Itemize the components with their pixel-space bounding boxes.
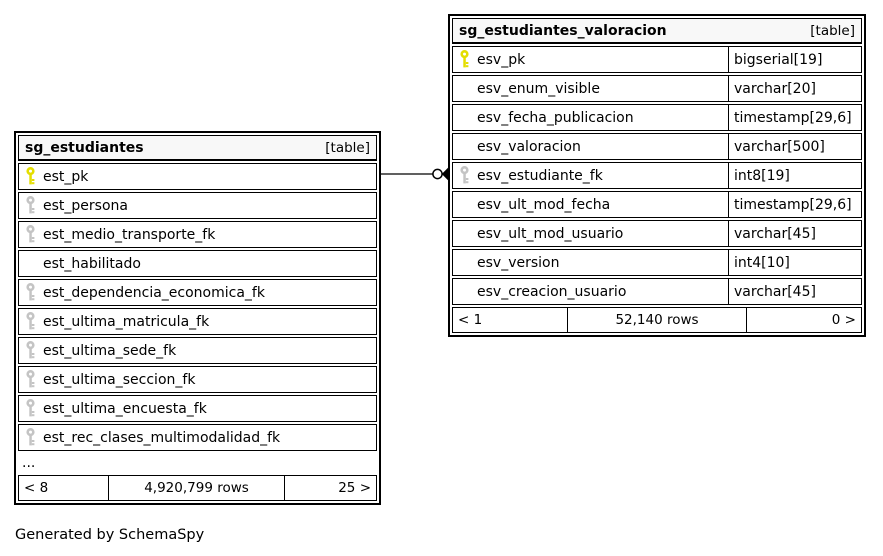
column-type: bigserial[19] bbox=[728, 47, 861, 72]
table-footer: < 1 52,140 rows 0 > bbox=[452, 307, 862, 333]
column-name-cell: est_medio_transporte_fk bbox=[19, 222, 376, 247]
column-row: est_medio_transporte_fk bbox=[18, 221, 377, 248]
column-name-cell: esv_enum_visible bbox=[453, 76, 728, 101]
column-name-cell: esv_valoracion bbox=[453, 134, 728, 159]
table-header[interactable]: sg_estudiantes_valoracion [table] bbox=[452, 18, 862, 44]
column-name-cell: esv_pk bbox=[453, 47, 728, 72]
column-row: esv_fecha_publicacion timestamp[29,6] bbox=[452, 104, 862, 131]
foreign-key-icon bbox=[25, 283, 43, 302]
column-name: esv_fecha_publicacion bbox=[477, 109, 634, 126]
column-name: esv_creacion_usuario bbox=[477, 283, 627, 300]
primary-key-icon bbox=[459, 50, 477, 69]
table-header[interactable]: sg_estudiantes [table] bbox=[18, 135, 377, 161]
column-name-cell: est_ultima_encuesta_fk bbox=[19, 396, 376, 421]
column-row: esv_ult_mod_usuario varchar[45] bbox=[452, 220, 862, 247]
column-name-cell: est_persona bbox=[19, 193, 376, 218]
column-name-cell: est_ultima_sede_fk bbox=[19, 338, 376, 363]
column-name: est_persona bbox=[43, 197, 128, 214]
column-row: esv_version int4[10] bbox=[452, 249, 862, 276]
column-name-cell: esv_ult_mod_fecha bbox=[453, 192, 728, 217]
column-name-cell: est_ultima_seccion_fk bbox=[19, 367, 376, 392]
column-name: esv_ult_mod_usuario bbox=[477, 225, 624, 242]
column-row: est_ultima_seccion_fk bbox=[18, 366, 377, 393]
foreign-key-icon bbox=[25, 428, 43, 447]
column-name: esv_ult_mod_fecha bbox=[477, 196, 611, 213]
foreign-key-icon bbox=[25, 341, 43, 360]
arrowhead bbox=[441, 167, 448, 181]
column-name: esv_version bbox=[477, 254, 560, 271]
column-name-cell: esv_creacion_usuario bbox=[453, 279, 728, 304]
column-row: esv_pk bigserial[19] bbox=[452, 46, 862, 73]
column-name: est_dependencia_economica_fk bbox=[43, 284, 265, 301]
column-row: est_dependencia_economica_fk bbox=[18, 279, 377, 306]
column-row: esv_ult_mod_fecha timestamp[29,6] bbox=[452, 191, 862, 218]
column-name-cell: esv_estudiante_fk bbox=[453, 163, 728, 188]
related-right-count: 0 > bbox=[746, 308, 861, 332]
column-row: est_habilitado bbox=[18, 250, 377, 277]
column-row: est_ultima_encuesta_fk bbox=[18, 395, 377, 422]
related-left-count: < 8 bbox=[24, 480, 49, 496]
column-name: est_pk bbox=[43, 168, 89, 185]
foreign-key-icon bbox=[25, 196, 43, 215]
table-kind-label: [table] bbox=[325, 139, 370, 156]
column-row: esv_creacion_usuario varchar[45] bbox=[452, 278, 862, 305]
column-row: est_ultima_sede_fk bbox=[18, 337, 377, 364]
table-node-sg-estudiantes-valoracion[interactable]: sg_estudiantes_valoracion [table] esv_pk… bbox=[448, 14, 866, 337]
column-name-cell: est_pk bbox=[19, 164, 376, 189]
column-name-cell: esv_fecha_publicacion bbox=[453, 105, 728, 130]
column-name-cell: est_ultima_matricula_fk bbox=[19, 309, 376, 334]
column-name-cell: est_rec_clases_multimodalidad_fk bbox=[19, 425, 376, 450]
zero-or-one-circle bbox=[432, 168, 443, 180]
column-row: esv_valoracion varchar[500] bbox=[452, 133, 862, 160]
column-row: est_ultima_matricula_fk bbox=[18, 308, 377, 335]
column-name: est_habilitado bbox=[43, 255, 141, 272]
table-kind-label: [table] bbox=[810, 22, 855, 39]
column-name: est_ultima_encuesta_fk bbox=[43, 400, 207, 417]
column-type: varchar[45] bbox=[728, 279, 861, 304]
column-name: esv_pk bbox=[477, 51, 526, 68]
row-count: 52,140 rows bbox=[567, 308, 746, 332]
column-name-cell: est_dependencia_economica_fk bbox=[19, 280, 376, 305]
column-name: est_rec_clases_multimodalidad_fk bbox=[43, 429, 281, 446]
column-row: esv_estudiante_fk int8[19] bbox=[452, 162, 862, 189]
column-type: varchar[20] bbox=[728, 76, 861, 101]
column-name: est_medio_transporte_fk bbox=[43, 226, 216, 243]
table-node-sg-estudiantes[interactable]: sg_estudiantes [table] est_pk est_person… bbox=[14, 131, 381, 505]
column-type: int8[19] bbox=[728, 163, 861, 188]
foreign-key-icon bbox=[25, 370, 43, 389]
related-left-count: < 1 bbox=[458, 312, 483, 328]
hidden-columns-ellipsis: ... bbox=[18, 453, 377, 473]
table-name: sg_estudiantes_valoracion bbox=[459, 22, 667, 39]
column-name-cell: esv_ult_mod_usuario bbox=[453, 221, 728, 246]
column-name-cell: est_habilitado bbox=[19, 251, 376, 276]
column-name: esv_estudiante_fk bbox=[477, 167, 603, 184]
column-name: est_ultima_sede_fk bbox=[43, 342, 177, 359]
column-type: varchar[500] bbox=[728, 134, 861, 159]
ellipsis-label: ... bbox=[22, 455, 36, 471]
fk-relationship-connector bbox=[381, 167, 448, 181]
related-right-count: 25 > bbox=[284, 476, 376, 500]
foreign-key-icon bbox=[25, 225, 43, 244]
row-count: 4,920,799 rows bbox=[108, 476, 284, 500]
generator-credit: Generated by SchemaSpy bbox=[15, 527, 205, 543]
foreign-key-icon bbox=[25, 399, 43, 418]
column-name: est_ultima_matricula_fk bbox=[43, 313, 210, 330]
column-name-cell: esv_version bbox=[453, 250, 728, 275]
column-name: est_ultima_seccion_fk bbox=[43, 371, 196, 388]
column-type: timestamp[29,6] bbox=[728, 105, 861, 130]
column-row: est_pk bbox=[18, 163, 377, 190]
primary-key-icon bbox=[25, 167, 43, 186]
foreign-key-icon bbox=[25, 312, 43, 331]
column-type: int4[10] bbox=[728, 250, 861, 275]
column-type: timestamp[29,6] bbox=[728, 192, 861, 217]
column-row: esv_enum_visible varchar[20] bbox=[452, 75, 862, 102]
table-name: sg_estudiantes bbox=[25, 139, 144, 156]
column-name: esv_valoracion bbox=[477, 138, 581, 155]
table-footer: < 8 4,920,799 rows 25 > bbox=[18, 475, 377, 501]
foreign-key-icon bbox=[459, 166, 477, 185]
column-type: varchar[45] bbox=[728, 221, 861, 246]
column-row: est_persona bbox=[18, 192, 377, 219]
column-name: esv_enum_visible bbox=[477, 80, 600, 97]
column-row: est_rec_clases_multimodalidad_fk bbox=[18, 424, 377, 451]
